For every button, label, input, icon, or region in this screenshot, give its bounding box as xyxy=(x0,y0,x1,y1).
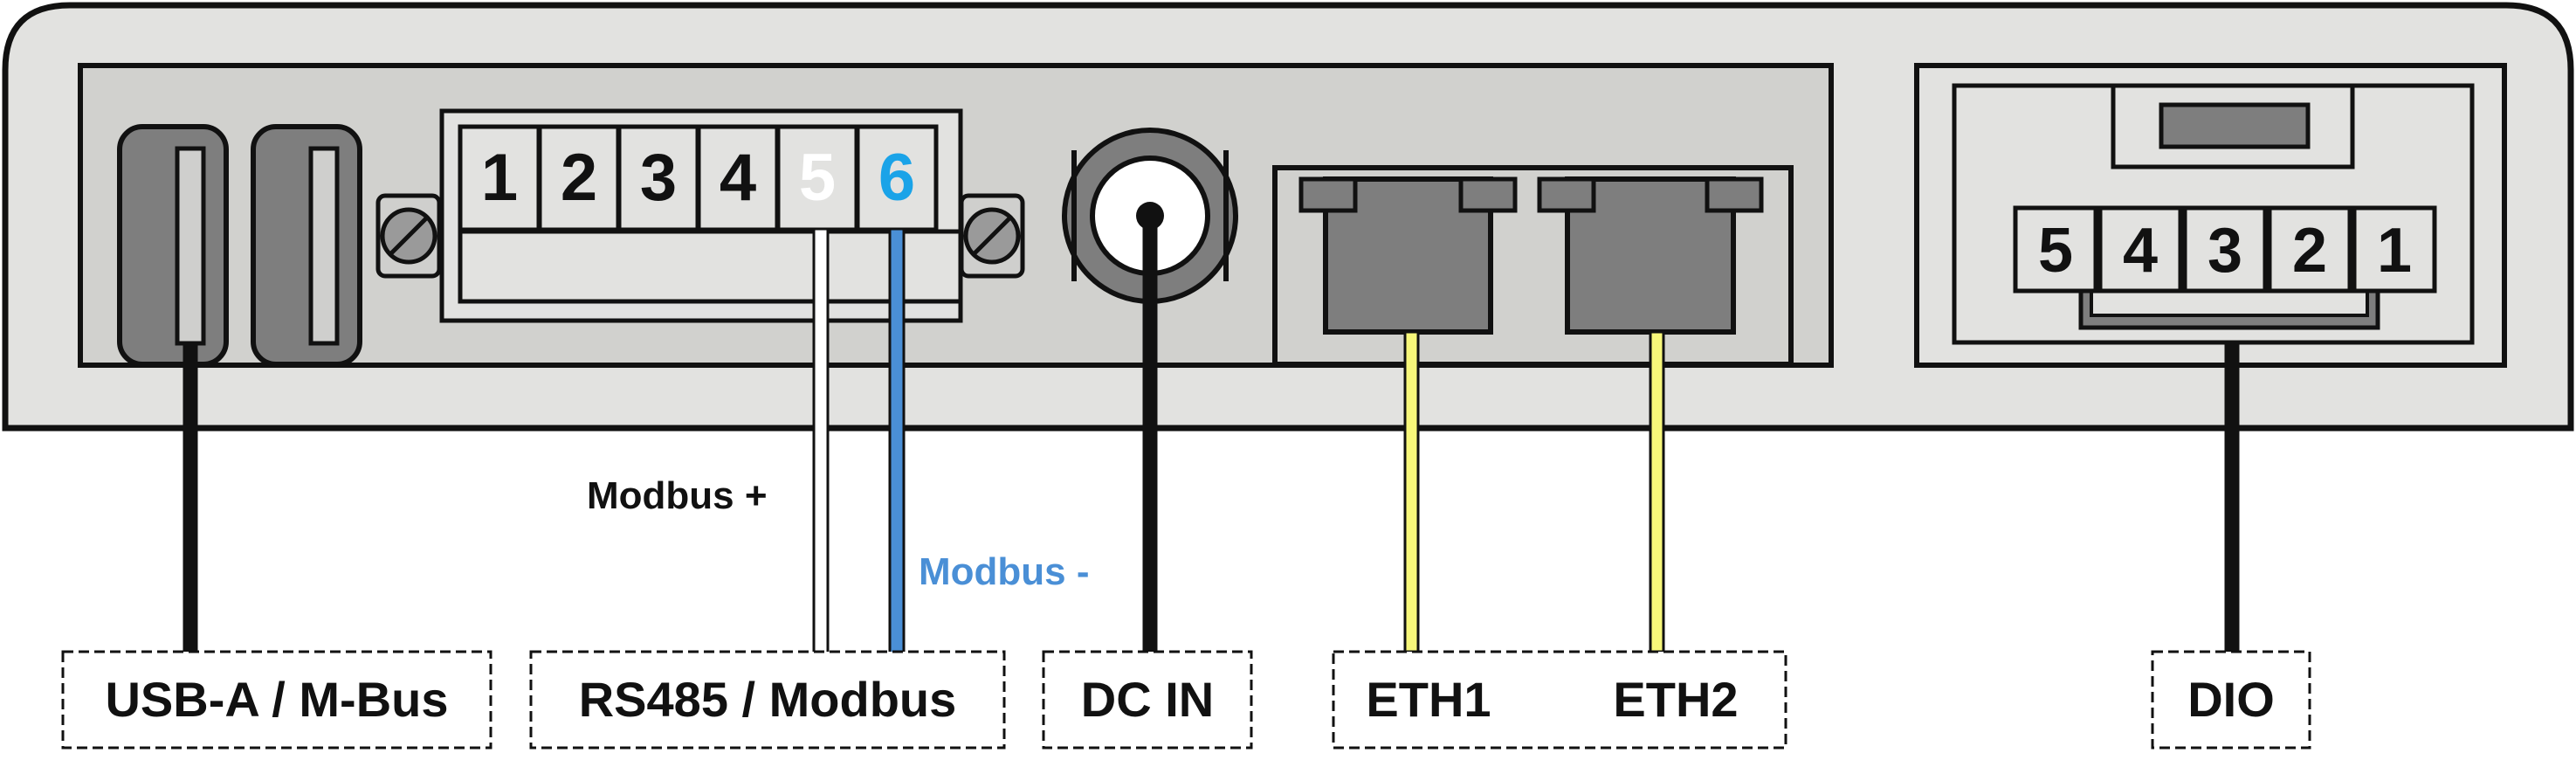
dc-in-label: DC IN xyxy=(1081,672,1214,727)
terminal-pin-5: 5 xyxy=(775,124,859,232)
eth-label-box: ETH1 ETH2 xyxy=(1332,650,1787,750)
wire-eth2 xyxy=(1649,330,1665,653)
dio-label: DIO xyxy=(2187,672,2275,727)
dio-pin-1: 1 xyxy=(2352,205,2437,294)
terminal-pin-4: 4 xyxy=(696,124,780,232)
eth2-label: ETH2 xyxy=(1613,672,1738,727)
dio-pin-label: 4 xyxy=(2123,216,2158,286)
usb-port-1[interactable] xyxy=(117,124,229,367)
wire-eth1 xyxy=(1403,330,1420,653)
terminal-pin-label: 6 xyxy=(878,141,915,215)
usb-label: USB-A / M-Bus xyxy=(105,672,448,727)
dc-in-label-box: DC IN xyxy=(1042,650,1253,750)
usb-port-2[interactable] xyxy=(251,124,362,367)
eth1-label: ETH1 xyxy=(1366,672,1491,727)
terminal-pin-label: 3 xyxy=(640,141,677,215)
wire-modbus-minus xyxy=(888,227,906,655)
dio-pin-label: 3 xyxy=(2208,216,2242,286)
usb-label-box: USB-A / M-Bus xyxy=(61,650,492,750)
terminal-pin-2: 2 xyxy=(537,124,621,232)
terminal-pin-label: 1 xyxy=(481,141,518,215)
modbus-plus-label: Modbus + xyxy=(587,474,768,517)
terminal-pin-3: 3 xyxy=(616,124,700,232)
modbus-minus-label: Modbus - xyxy=(919,550,1090,593)
eth1-port[interactable] xyxy=(1298,176,1518,335)
terminal-pin-label: 5 xyxy=(799,141,836,215)
rs485-label-box: RS485 / Modbus xyxy=(529,650,1006,750)
terminal-screw-right xyxy=(959,193,1025,279)
dio-pin-3: 3 xyxy=(2182,205,2268,294)
terminal-screw-left xyxy=(375,193,442,279)
dio-pin-label: 1 xyxy=(2377,216,2412,286)
dio-pin-label: 5 xyxy=(2038,216,2073,286)
dio-label-box: DIO xyxy=(2151,650,2311,750)
wire-modbus-plus xyxy=(812,227,830,655)
dio-pin-2: 2 xyxy=(2267,205,2352,294)
terminal-pin-label: 4 xyxy=(720,141,756,215)
terminal-pin-1: 1 xyxy=(458,124,541,232)
rs485-label: RS485 / Modbus xyxy=(579,672,957,727)
dio-pin-5: 5 xyxy=(2013,205,2098,294)
dio-pin-4: 4 xyxy=(2097,205,2183,294)
terminal-pin-label: 2 xyxy=(561,141,597,215)
dio-pin-label: 2 xyxy=(2292,216,2327,286)
terminal-pin-6: 6 xyxy=(855,124,939,232)
eth2-port[interactable] xyxy=(1537,176,1764,335)
